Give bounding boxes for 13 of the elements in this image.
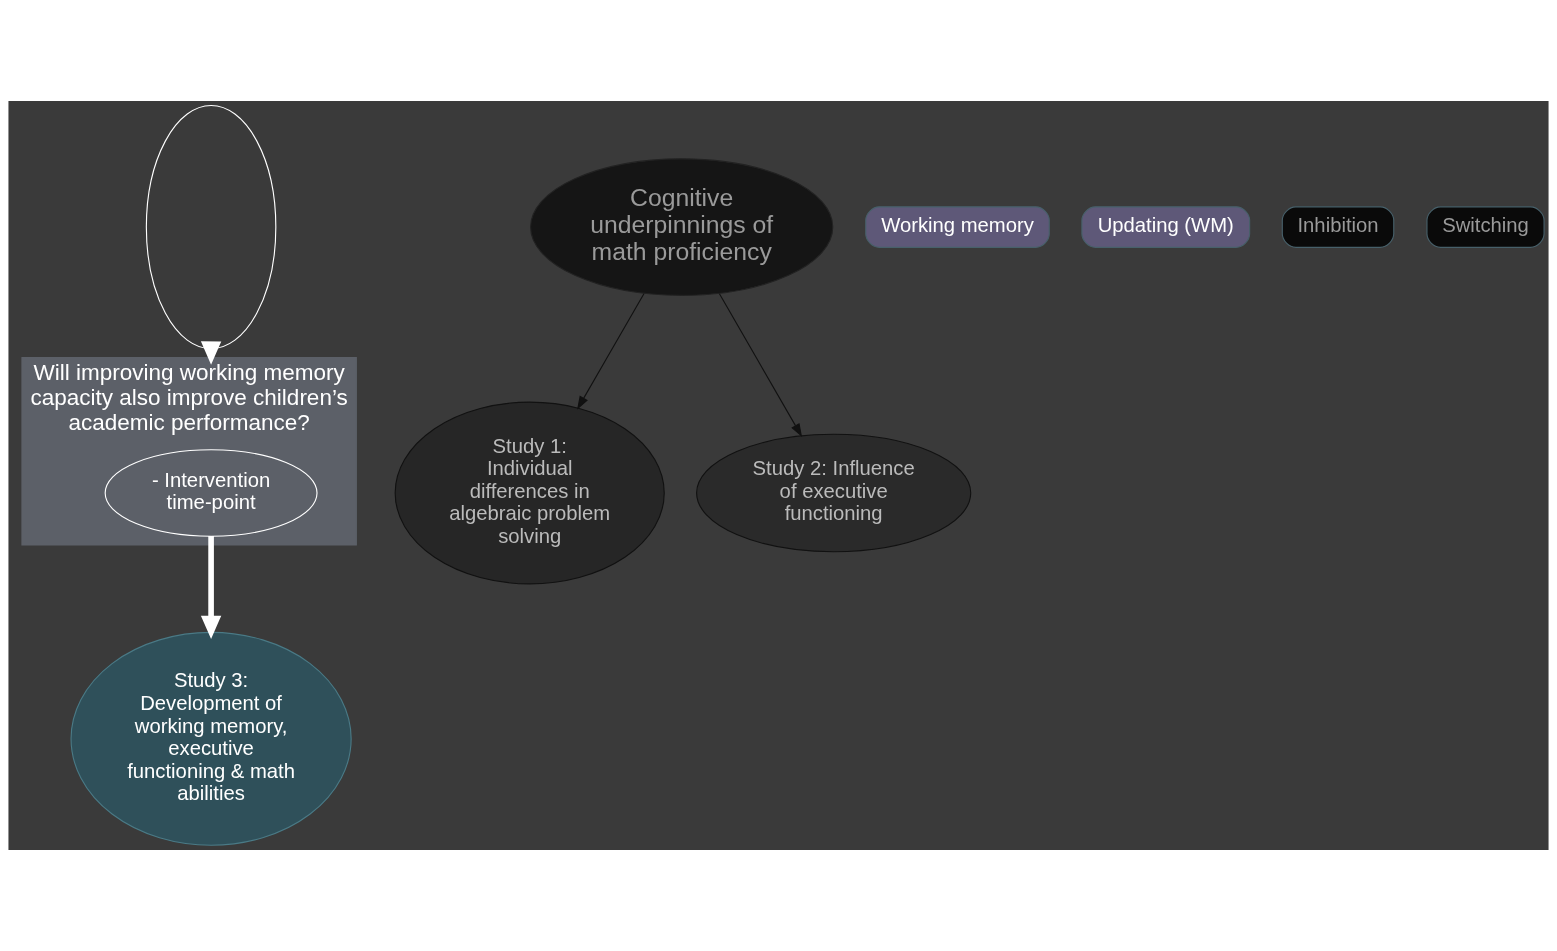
arrow — [577, 293, 645, 410]
node-box: Switching — [1426, 206, 1545, 248]
node-box: Updating (WM) — [1081, 206, 1251, 248]
node-box: Working memory — [865, 206, 1050, 248]
node-box: Inhibition — [1281, 206, 1395, 248]
node-ellipse: - Intervention time-point — [104, 449, 318, 537]
arrow — [200, 536, 222, 639]
arrow — [200, 341, 222, 365]
node-ellipse: Study 2: Influence of executive functioning — [696, 433, 972, 553]
node-ellipse: Cognitive underpinnings of math proficiency — [530, 158, 834, 296]
node-ellipse: Study 1: Individual differences in algebraic problem solving — [394, 401, 665, 585]
arrow — [718, 293, 803, 438]
node-ellipse: Study 3: Development of working memory, executive functioning & math abilities — [70, 631, 352, 846]
